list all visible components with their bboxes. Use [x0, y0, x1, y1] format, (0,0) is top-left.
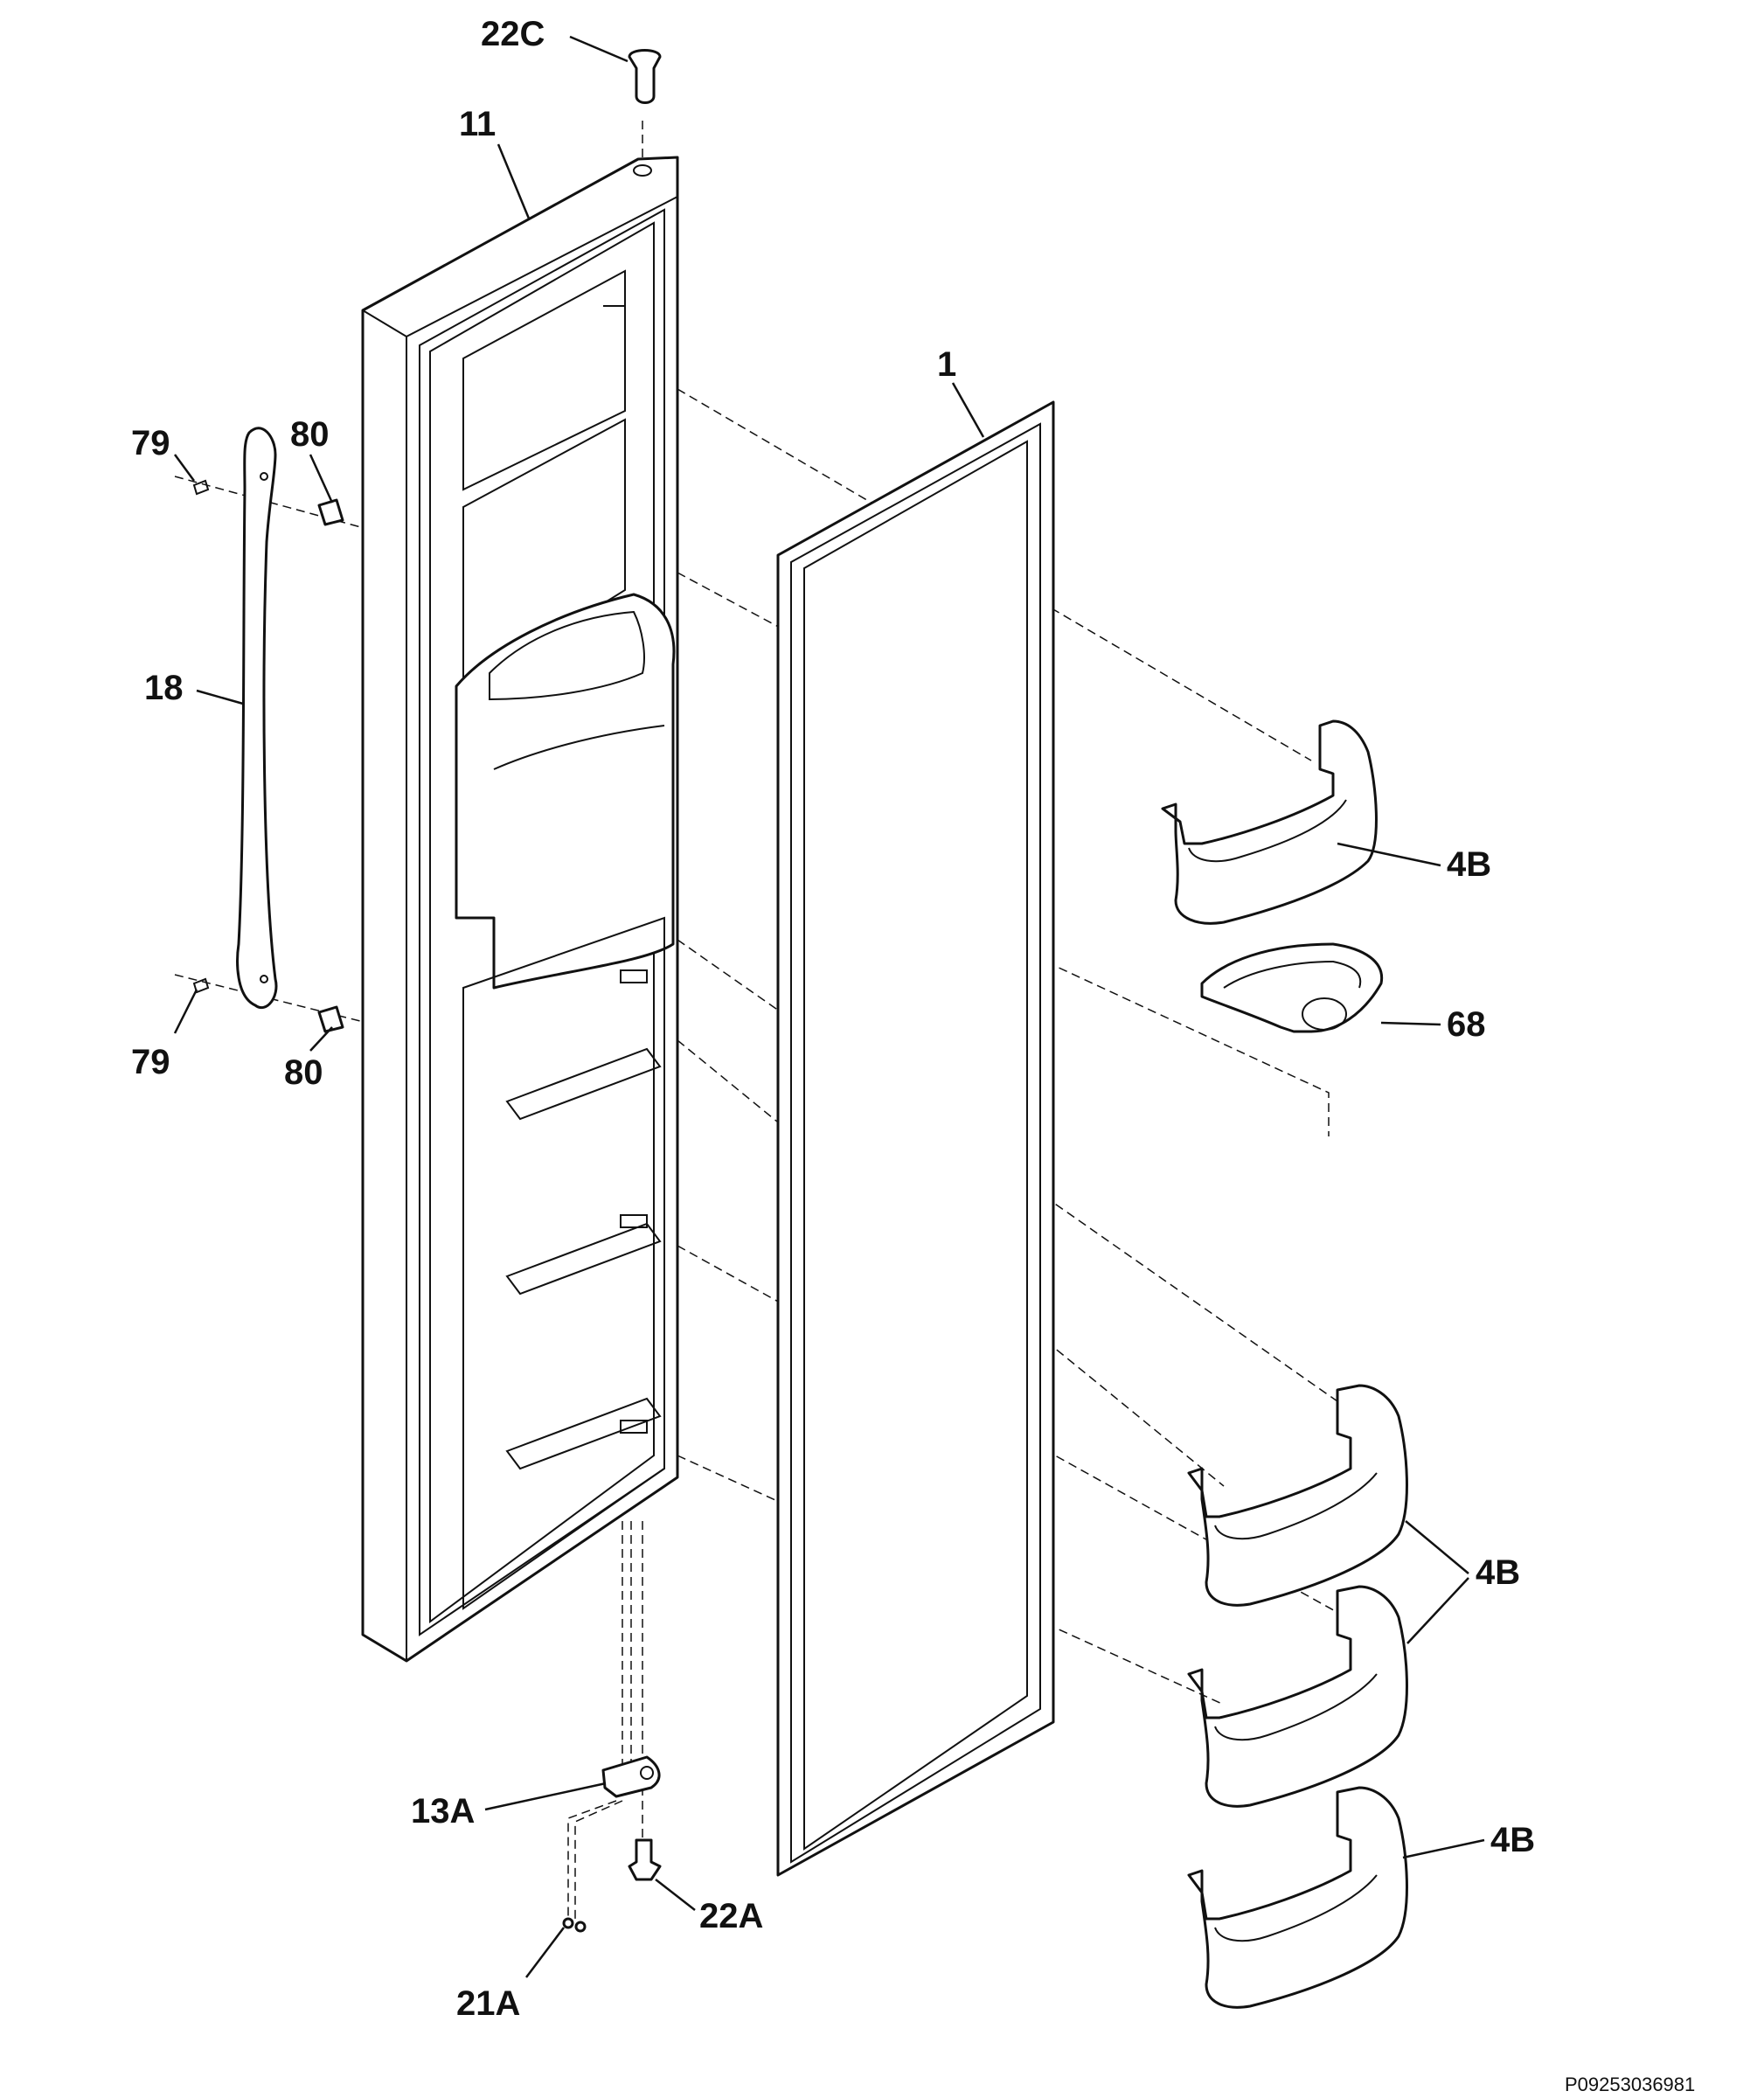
fasteners	[192, 49, 662, 1933]
screw-21a-right	[574, 1921, 587, 1933]
label-80-top: 80	[290, 415, 330, 454]
label-11: 11	[459, 105, 496, 143]
label-21a: 21A	[456, 1984, 520, 2023]
hinge-pin-22c	[628, 49, 662, 104]
alignment-lines	[174, 118, 1347, 1919]
label-4b-middle: 4B	[1476, 1553, 1520, 1592]
door-bin-bottom	[1187, 1786, 1408, 2009]
dispenser-housing	[455, 593, 676, 990]
label-1: 1	[937, 345, 956, 384]
label-68: 68	[1447, 1005, 1486, 1044]
label-22c: 22C	[481, 15, 545, 53]
door-handle	[236, 427, 278, 1009]
leader-lines	[173, 35, 1485, 1978]
door-bin-middle-upper	[1187, 1384, 1408, 1607]
label-4b-top: 4B	[1447, 845, 1491, 884]
screw-79-top	[192, 479, 210, 496]
stud-80-top	[317, 498, 344, 526]
reference-code: P09253036981	[1565, 2074, 1695, 2095]
door-gasket	[776, 400, 1055, 1877]
label-18: 18	[144, 669, 184, 707]
stud-80-bottom	[317, 1005, 344, 1033]
screw-21a-left	[562, 1917, 574, 1929]
door-bin-top	[1161, 719, 1378, 925]
ice-funnel-68	[1200, 942, 1384, 1033]
door-bin-middle-lower	[1187, 1585, 1408, 1808]
label-79-bottom: 79	[131, 1043, 170, 1081]
door-assembly	[361, 156, 679, 1663]
callout-labels: 22C 11 1 79 80 18 4B 68 79 80 4B 4B 13A …	[131, 15, 1535, 2023]
label-4b-bottom: 4B	[1490, 1821, 1535, 1859]
label-80-bottom: 80	[284, 1053, 323, 1092]
label-22a: 22A	[699, 1897, 763, 1935]
hinge-pin-22a	[628, 1838, 662, 1881]
label-79-top: 79	[131, 424, 170, 462]
label-13a: 13A	[411, 1792, 475, 1831]
